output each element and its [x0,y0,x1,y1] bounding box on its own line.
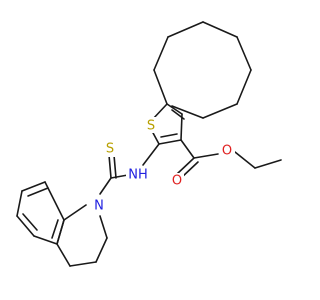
benzene-ring [16,181,65,245]
atom-nitrogen-quinoline: N [91,197,107,215]
bond [234,151,256,169]
atom-labels: S S NH N O O [91,117,235,215]
bond [99,177,112,195]
thioamide-linker [99,143,160,195]
bond [166,103,183,115]
bond [254,159,282,169]
bond [153,36,169,71]
bond [153,69,168,105]
atom-label-bg [170,173,184,189]
molecule-diagram: S S NH N O O [16,21,282,267]
atom-label-bg [219,143,235,159]
bond [16,215,35,237]
atom-oxygen-carbonyl: O [170,173,184,189]
bond [113,154,117,179]
bond [99,215,108,239]
bond [142,143,160,166]
bond [63,204,87,221]
atom-sulfur-ring: S [144,117,158,134]
bond [171,109,185,120]
atom-label-bg [103,141,117,157]
bond [193,153,219,159]
atom-label-bg [144,117,158,133]
atom-label-n-amide: NH [128,168,148,183]
bond [69,261,97,267]
bond [21,181,46,192]
bond [180,139,195,159]
atom-label-s-ring: S [147,119,155,134]
bond [202,103,238,119]
bond [171,105,204,119]
bond [158,139,182,145]
bond [176,157,195,175]
atom-label-n-quin: N [94,199,104,214]
cyclooctane-ring [153,21,252,119]
bond [202,21,238,38]
atom-oxygen-ester: O [219,143,235,159]
bond [22,213,38,231]
bond [110,174,129,179]
bond [108,154,112,179]
atom-label-s-thio: S [106,142,114,157]
atom-nitrogen-amide: NH [126,167,150,183]
atom-label-bg [91,197,107,215]
bond [236,69,252,105]
bond [95,237,108,263]
bond [51,219,59,239]
bond [16,190,23,217]
bond [27,187,49,197]
bond [33,235,58,245]
atom-label-o-carbonyl: O [172,174,182,189]
bond [56,219,65,245]
bond [56,243,71,267]
bond [236,36,252,71]
atom-label-o-ester: O [222,144,232,159]
structure-canvas: S S NH N O O [16,21,282,267]
bond [167,21,204,38]
atom-sulfur-thio: S [103,141,117,157]
atom-label-bg [126,167,150,183]
bond [160,133,178,138]
bond [151,130,160,145]
